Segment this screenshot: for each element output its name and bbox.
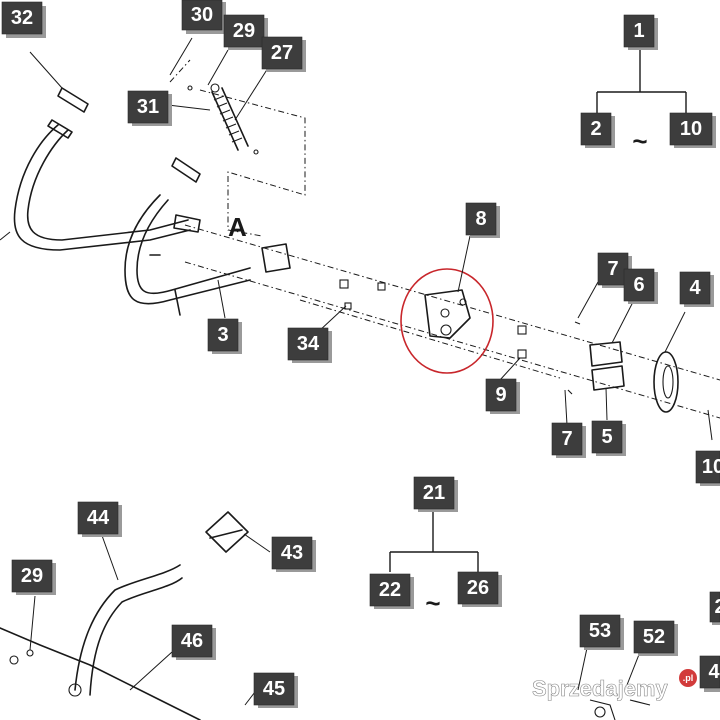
label-31: 31 xyxy=(127,90,172,126)
svg-text:22: 22 xyxy=(379,579,401,601)
label-7-bottom: 7 xyxy=(551,422,586,458)
label-7-top: 7 xyxy=(597,252,632,288)
group-bracket-21: ~ xyxy=(389,512,479,618)
pedal-assembly-top xyxy=(13,87,291,316)
shaft-bushings xyxy=(339,279,527,359)
label-4: 4 xyxy=(679,271,714,307)
group-outline-27 xyxy=(169,59,306,237)
label-10-top: 10 xyxy=(669,112,716,148)
watermark-suffix: .pl xyxy=(683,673,694,683)
svg-text:32: 32 xyxy=(11,7,33,29)
label-21: 21 xyxy=(413,476,458,512)
svg-text:29: 29 xyxy=(21,565,43,587)
label-26: 26 xyxy=(457,571,502,607)
oval-part-4 xyxy=(653,351,679,413)
leader-lines xyxy=(0,37,713,706)
svg-text:30: 30 xyxy=(191,4,213,26)
label-46: 46 xyxy=(171,624,216,660)
tilde-1: ~ xyxy=(632,126,647,156)
svg-text:29: 29 xyxy=(233,20,255,42)
svg-text:7: 7 xyxy=(607,258,618,280)
label-43: 43 xyxy=(271,536,316,572)
svg-text:8: 8 xyxy=(475,208,486,230)
svg-text:26: 26 xyxy=(467,577,489,599)
label-52: 52 xyxy=(633,620,678,656)
svg-text:21: 21 xyxy=(423,482,445,504)
svg-text:4: 4 xyxy=(689,277,701,299)
svg-text:52: 52 xyxy=(643,626,665,648)
svg-text:46: 46 xyxy=(181,630,203,652)
svg-text:7: 7 xyxy=(561,428,572,450)
main-shaft xyxy=(184,224,720,419)
label-3: 3 xyxy=(207,318,242,354)
label-10-right: 10 xyxy=(695,450,720,486)
svg-text:4: 4 xyxy=(708,661,720,683)
label-53: 53 xyxy=(579,614,624,650)
watermark: Sprzedajemy .pl xyxy=(532,669,697,701)
label-1: 1 xyxy=(623,14,658,50)
svg-text:31: 31 xyxy=(137,96,159,118)
group-bracket-1: ~ xyxy=(596,48,687,156)
svg-text:2: 2 xyxy=(714,596,720,618)
svg-text:5: 5 xyxy=(601,426,612,448)
label-29: 29 xyxy=(223,14,268,50)
label-4-bottom: 4 xyxy=(699,655,720,692)
bracket-part-8 xyxy=(424,289,471,339)
view-letter-a: A xyxy=(228,212,247,242)
label-2: 2 xyxy=(580,112,615,148)
svg-text:53: 53 xyxy=(589,620,611,642)
spring-assembly xyxy=(187,83,259,155)
label-5: 5 xyxy=(591,420,626,456)
label-2-bottom: 2 xyxy=(709,591,720,625)
svg-text:6: 6 xyxy=(633,274,644,296)
label-32: 32 xyxy=(1,1,46,38)
label-9: 9 xyxy=(485,378,520,414)
watermark-text: Sprzedajemy xyxy=(532,676,668,701)
label-6: 6 xyxy=(623,268,658,304)
svg-text:45: 45 xyxy=(263,678,285,700)
label-34: 34 xyxy=(287,327,332,363)
svg-text:3: 3 xyxy=(217,324,228,346)
svg-text:1: 1 xyxy=(633,20,644,42)
label-22: 22 xyxy=(369,573,414,609)
svg-text:9: 9 xyxy=(495,384,506,406)
highlight-circle xyxy=(400,268,494,374)
svg-text:27: 27 xyxy=(271,42,293,64)
label-45: 45 xyxy=(253,672,298,708)
label-29-bottom: 29 xyxy=(11,559,56,595)
svg-text:43: 43 xyxy=(281,542,303,564)
watermark-badge xyxy=(679,669,697,687)
svg-text:10: 10 xyxy=(702,456,720,478)
tilde-21: ~ xyxy=(425,588,440,618)
label-27: 27 xyxy=(261,36,306,72)
label-8: 8 xyxy=(465,202,500,238)
svg-text:10: 10 xyxy=(680,118,702,140)
link-plates xyxy=(567,321,625,395)
label-44: 44 xyxy=(77,501,122,537)
svg-text:2: 2 xyxy=(590,118,601,140)
pedal-assembly-bottom xyxy=(0,511,249,720)
lower-right-parts xyxy=(589,699,651,720)
svg-text:44: 44 xyxy=(87,507,110,529)
label-30: 30 xyxy=(181,0,226,34)
svg-text:34: 34 xyxy=(297,333,320,355)
